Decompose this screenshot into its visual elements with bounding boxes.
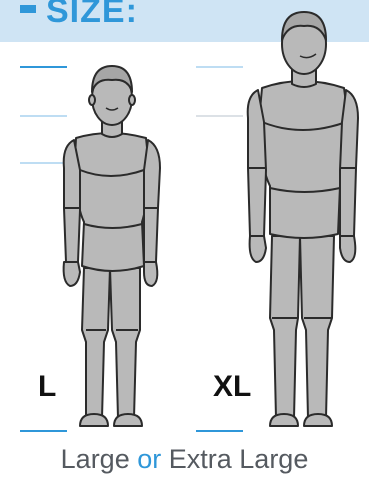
figure-xl-left-foot bbox=[270, 414, 298, 426]
size-label-xl: XL bbox=[213, 372, 251, 402]
figure-l-right-arm bbox=[144, 140, 160, 262]
figure-xl-right-foot bbox=[304, 414, 332, 426]
caption-first: Large bbox=[61, 444, 130, 474]
figure-l-right-leg bbox=[110, 268, 140, 418]
figure-xl-right-hand bbox=[340, 236, 355, 262]
figure-l-left-arm bbox=[64, 140, 80, 262]
figure-l-left-hand bbox=[64, 262, 80, 286]
size-label-l: L bbox=[38, 372, 56, 402]
figure-l-right-foot bbox=[114, 414, 142, 426]
figure-xl-left-leg bbox=[270, 236, 300, 418]
figure-l-left-foot bbox=[80, 414, 108, 426]
size-caption: Large or Extra Large bbox=[0, 446, 369, 473]
figure-l-torso bbox=[74, 133, 150, 271]
figure-xl-right-leg bbox=[300, 236, 334, 418]
figure-l-left-leg bbox=[82, 268, 110, 418]
figure-xl-right-arm bbox=[340, 90, 358, 236]
caption-second: Extra Large bbox=[169, 444, 309, 474]
caption-connector: or bbox=[137, 444, 161, 474]
figure-xl-torso bbox=[258, 81, 350, 238]
figure-xl-left-hand bbox=[250, 236, 266, 262]
figure-l-right-hand bbox=[144, 262, 157, 286]
figure-large bbox=[64, 66, 160, 426]
figure-extra-large bbox=[248, 12, 358, 426]
